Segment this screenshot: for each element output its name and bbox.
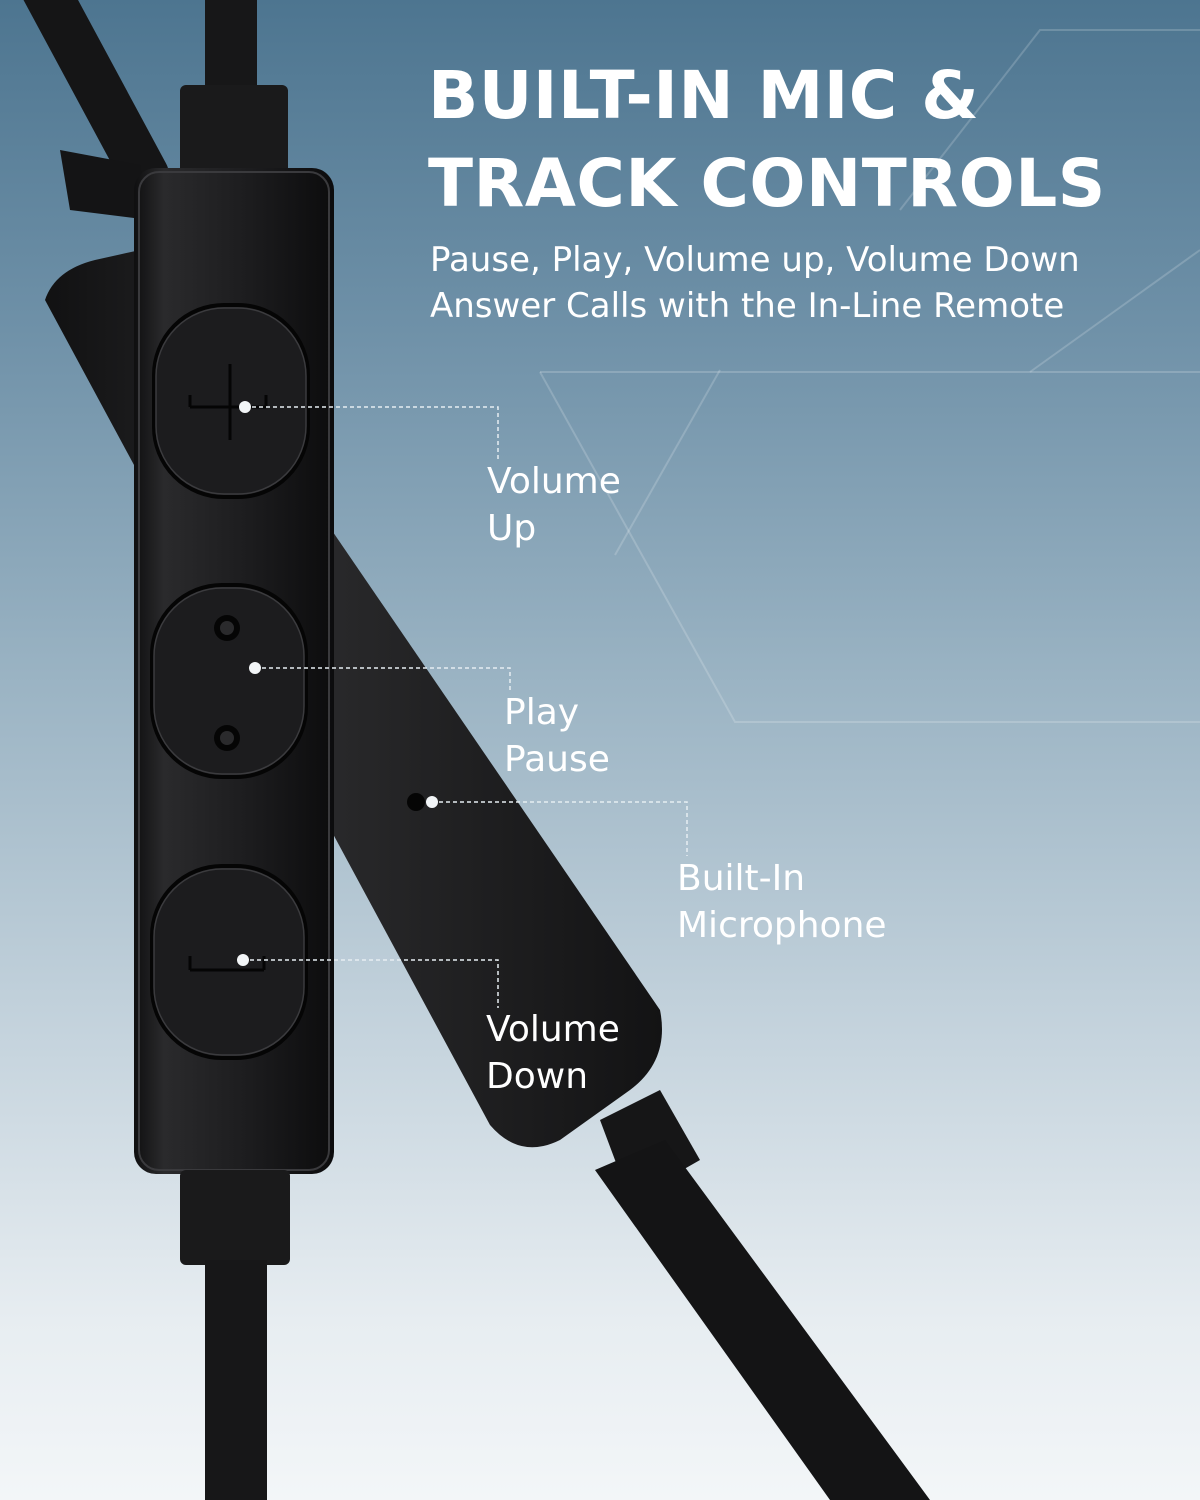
microphone-hole-icon	[407, 793, 425, 811]
subheadline-line-1: Pause, Play, Volume up, Volume Down	[430, 240, 1080, 280]
subheadline-line-2: Answer Calls with the In-Line Remote	[430, 286, 1065, 326]
play-pause-dots-icon	[214, 615, 240, 751]
volume-up-button[interactable]	[152, 303, 310, 499]
callout-dots	[237, 401, 438, 966]
callout-volume-up-line-2: Up	[487, 508, 537, 549]
callout-volume-up: Volume Up	[487, 458, 621, 552]
front-cable-top	[180, 0, 288, 180]
callout-microphone: Built-In Microphone	[677, 855, 887, 949]
background-decor-lines	[539, 29, 1200, 723]
volume-down-button[interactable]	[150, 864, 308, 1060]
front-cable-bottom	[180, 1170, 290, 1500]
minus-icon	[188, 956, 266, 972]
headline-line-2: TRACK CONTROLS	[428, 145, 1106, 222]
callout-volume-down-line-2: Down	[486, 1056, 589, 1097]
rear-cable	[23, 0, 169, 220]
headline: BUILT-IN MIC & TRACK CONTROLS	[428, 52, 1106, 228]
callout-volume-down: Volume Down	[486, 1006, 620, 1100]
callout-play-pause-line-1: Play	[504, 692, 580, 733]
callout-play-pause: Play Pause	[504, 689, 610, 783]
callout-leader-lines	[243, 406, 688, 1008]
callout-microphone-line-1: Built-In	[677, 858, 806, 899]
callout-play-pause-line-2: Pause	[504, 739, 610, 780]
callout-microphone-line-2: Microphone	[677, 905, 887, 946]
play-pause-button[interactable]	[150, 583, 308, 779]
callout-volume-up-line-1: Volume	[487, 461, 621, 502]
callout-volume-down-line-1: Volume	[486, 1009, 620, 1050]
headline-line-1: BUILT-IN MIC &	[428, 57, 980, 134]
